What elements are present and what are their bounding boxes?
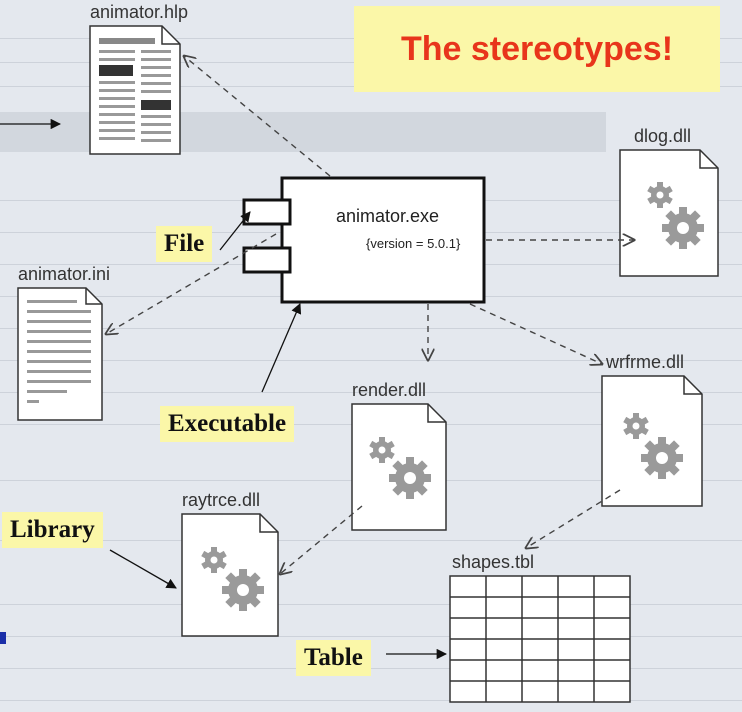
callout-table: Table [296,640,371,676]
raytrce-library-label: raytrce.dll [182,490,261,510]
callout-file: File [156,226,213,262]
wrfrme-library-label: wrfrme.dll [606,352,685,372]
dep-arrow-hlp [184,56,331,177]
callout-executable: Executable [160,406,295,442]
wrfrme-library-document [601,375,703,507]
pointer-executable [261,303,302,393]
ini-file-label: animator.ini [18,264,111,284]
help-file-label: animator.hlp [90,2,189,22]
slide-title: The stereotypes! [354,6,720,92]
render-library-document [351,403,447,531]
pointer-file [219,211,251,251]
executable-component [242,176,486,304]
shapes-table-label: shapes.tbl [452,552,535,572]
pointer-library [109,549,177,589]
executable-version: {version = 5.0.1} [366,236,461,251]
dep-arrow-shapes [526,489,621,548]
help-file-document [89,25,181,155]
shapes-table-grid [449,575,631,703]
ini-file-document [17,287,103,421]
dep-arrow-raytrce [280,505,363,574]
bullet-marker [0,632,6,644]
callout-library: Library [2,512,103,548]
render-library-label: render.dll [352,380,427,400]
raytrce-library-document [181,513,279,637]
dlog-library-document [619,149,719,277]
dep-arrow-wrfrme [469,303,602,364]
dlog-library-label: dlog.dll [634,126,692,146]
executable-name: animator.exe [336,206,440,226]
